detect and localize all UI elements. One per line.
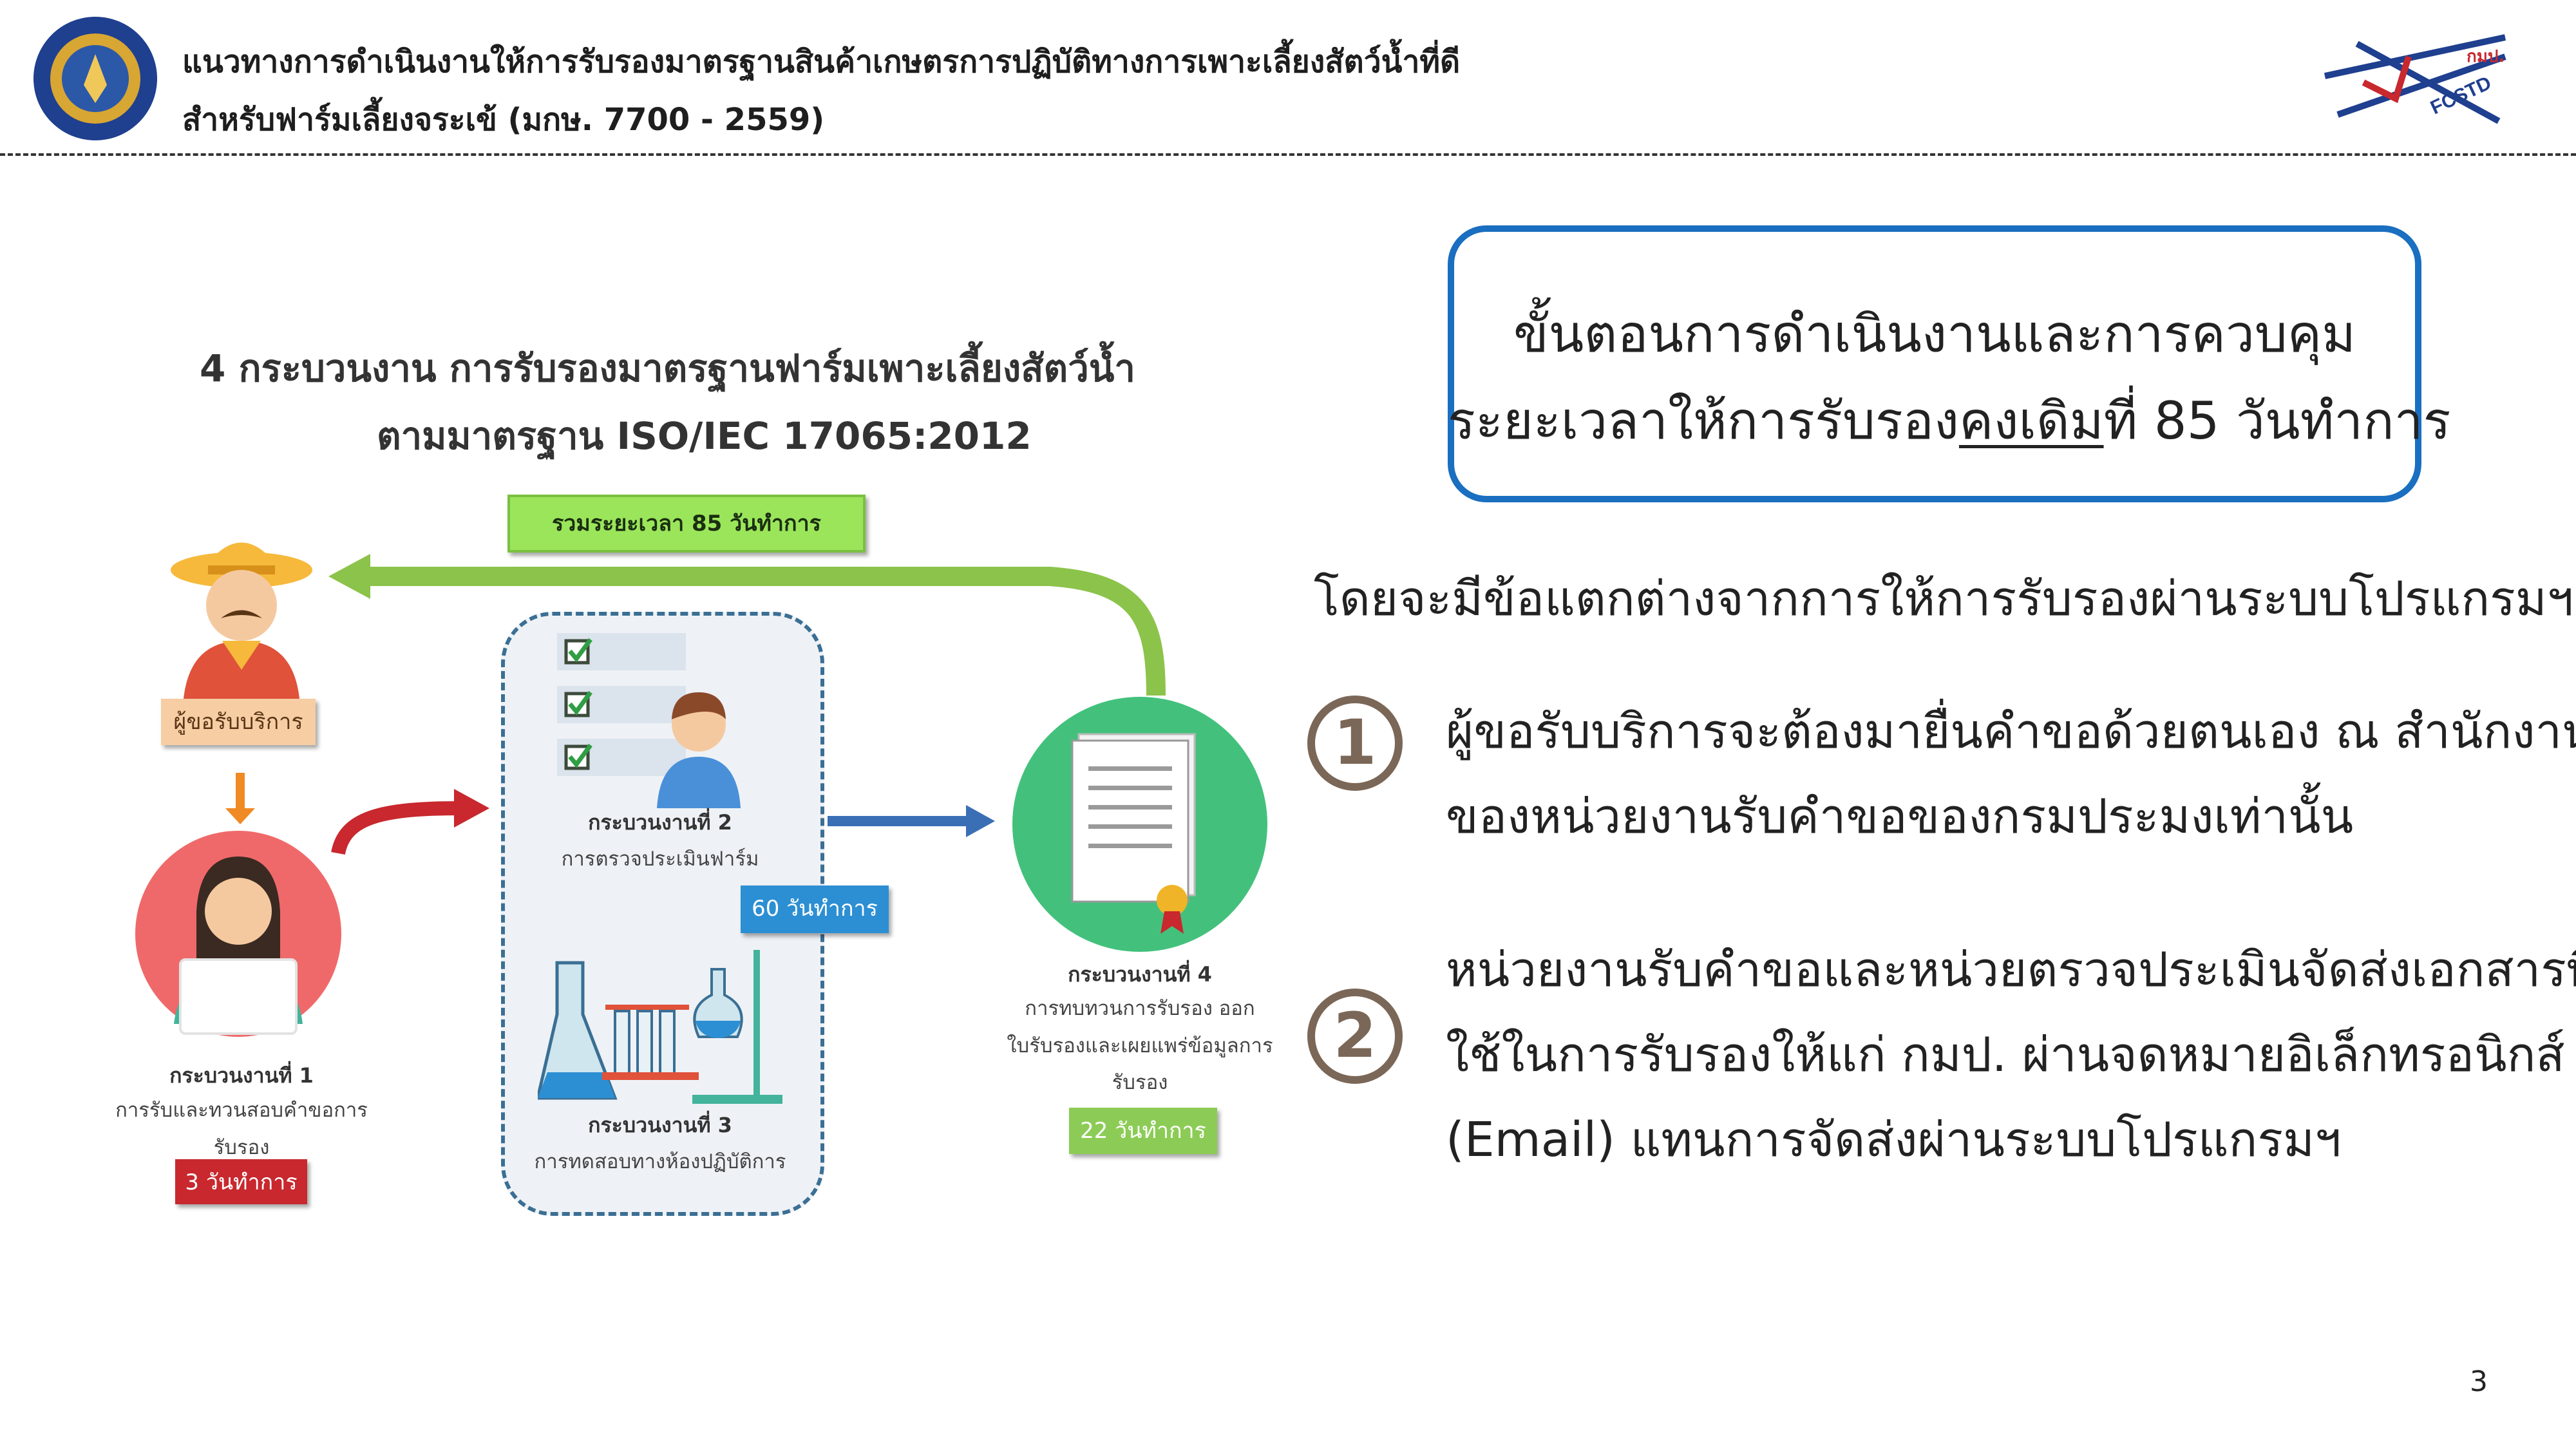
page-number: 3 (2470, 1365, 2488, 1398)
intro-text: โดยจะมีข้อแตกต่างจากการให้การรับรองผ่านร… (1314, 571, 2576, 627)
highlight-underlined-word: คงเดิม (1958, 391, 2104, 451)
process4-name: กระบวนงานที่ 4 (1068, 962, 1212, 987)
fcstd-logo: FCSTD กมป. (2324, 34, 2506, 124)
department-seal-logo (33, 17, 157, 140)
process3-desc: การทดสอบทางห้องปฏิบัติการ (534, 1150, 786, 1173)
farmer-client-icon (171, 542, 312, 699)
total-duration-tag: รวมระยะเวลา 85 วันทำการ (507, 495, 866, 553)
item2-line2: ใช้ในการรับรองให้แก่ กมป. ผ่านจดหมายอิเล… (1446, 1027, 2565, 1083)
process3-name: กระบวนงานที่ 3 (588, 1113, 732, 1137)
client-down-arrow-head (225, 808, 255, 824)
highlight-line2-post: ที่ 85 วันทำการ (2103, 391, 2451, 451)
highlight-box (1448, 225, 2421, 502)
item1-line1: ผู้ขอรับบริการจะต้องมายื่นคำขอด้วยตนเอง … (1446, 704, 2576, 759)
p2-to-p4-arrow-head (966, 805, 995, 837)
process4-certificate-icon (1012, 697, 1267, 952)
item2-number-badge: 2 (1307, 989, 1403, 1084)
highlight-line2: ระยะเวลาให้การรับรองคงเดิมที่ 85 วันทำกา… (1448, 380, 2451, 462)
highlight-line2-pre: ระยะเวลาให้การรับรอง (1448, 391, 1959, 451)
document-title: แนวทางการดำเนินงานให้การรับรองมาตรฐานสิน… (182, 44, 1461, 80)
process4-desc-line2: ใบรับรองและเผยแพร่ข้อมูลการ (1007, 1034, 1273, 1057)
process1-desc-line2: รับรอง (213, 1136, 270, 1159)
client-label-tag: ผู้ขอรับบริการ (161, 699, 316, 745)
return-arrow (361, 567, 1166, 696)
item2-line1: หน่วยงานรับคำขอและหน่วยตรวจประเมินจัดส่ง… (1446, 942, 2576, 998)
diagram-title-line1: 4 กระบวนงาน การรับรองมาตรฐานฟาร์มเพาะเลี… (200, 346, 1136, 390)
item1-number-badge: 1 (1307, 696, 1403, 791)
item1-line2: ของหน่วยงานรับคำขอของกรมประมงเท่านั้น (1446, 789, 2354, 844)
diagram-title-line2: ตามมาตรฐาน ISO/IEC 17065:2012 (377, 414, 1032, 458)
header-divider (0, 153, 2576, 156)
process2-checklist-icon (557, 633, 741, 808)
item2-line3: (Email) แทนการจัดส่งผ่านระบบโปรแกรมฯ (1446, 1112, 2342, 1168)
process1-name: กระบวนงานที่ 1 (169, 1063, 314, 1088)
process1-desc-line1: การรับและทวนสอบคำขอการ (115, 1099, 368, 1122)
fcstd-logo-badge: กมป. (2467, 47, 2505, 66)
process2-desc: การตรวจประเมินฟาร์ม (561, 848, 759, 871)
document-subtitle: สำหรับฟาร์มเลี้ยงจระเข้ (มกษ. 7700 - 255… (182, 102, 825, 138)
p1-to-p2-arrow (331, 801, 461, 855)
p1-to-p2-arrow-head (454, 789, 489, 828)
highlight-line1: ขั้นตอนการดำเนินงานและการควบคุม (1513, 304, 2356, 364)
process2-days-tag: 60 วันทำการ (741, 886, 889, 933)
process4-desc-line3: รับรอง (1112, 1071, 1168, 1094)
return-arrow-head (328, 554, 370, 599)
item1-text: ผู้ขอรับบริการจะต้องมายื่นคำขอด้วยตนเอง … (1446, 689, 2576, 859)
process1-operator-icon (135, 831, 341, 1037)
item2-text: หน่วยงานรับคำขอและหน่วยตรวจประเมินจัดส่ง… (1446, 927, 2576, 1182)
process1-days-tag: 3 วันทำการ (175, 1159, 307, 1204)
process3-lab-icon (538, 950, 782, 1104)
process4-desc-line1: การทบทวนการรับรอง ออก (1025, 997, 1255, 1020)
process2-name: กระบวนงานที่ 2 (588, 810, 732, 835)
process4-days-tag: 22 วันทำการ (1069, 1108, 1217, 1154)
